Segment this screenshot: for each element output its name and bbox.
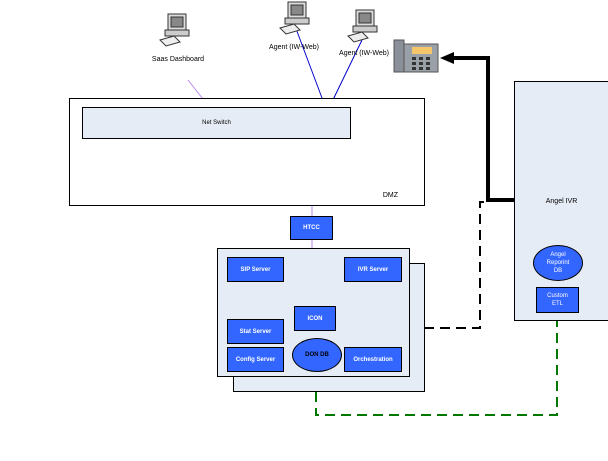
sip-server: SIP Server [227, 257, 284, 282]
client-label-agent-2: Agent (IW-Web) [339, 50, 389, 57]
angel-ivr-label: Angel IVR [545, 198, 578, 205]
link-agent2-netswitch [329, 39, 363, 107]
client-label-dashboard: Saas Dashboard [151, 56, 205, 63]
link-cluster-angel-dashed [424, 201, 488, 329]
config-server: Config Server [227, 347, 284, 372]
netswitch-label: Net Switch [202, 120, 231, 126]
angel-ivr: Angel IVR [514, 81, 608, 321]
link-angel-phone [452, 56, 514, 202]
computer-icon [347, 9, 378, 43]
htcc-box: HTCC [290, 216, 333, 240]
computer-icon [279, 1, 310, 35]
desk-phone-icon [393, 39, 439, 73]
angel-reporting-db: Angel Reporint DB [533, 245, 583, 281]
computer-icon [159, 13, 190, 47]
link-db-etl-dashed [315, 313, 558, 416]
custom-etl: Custom ETL [536, 287, 579, 313]
netswitch: Net Switch [82, 107, 351, 139]
link-agent1-netswitch [294, 25, 326, 107]
client-label-agent-1: Agent (IW-Web) [269, 44, 319, 51]
dmz-label: DMZ [382, 192, 398, 199]
arrow-head [440, 52, 454, 64]
don-db: DON DB [292, 338, 342, 372]
orchestration: Orchestration [344, 347, 402, 372]
ivr-server: IVR Server [344, 257, 402, 282]
icon-component: ICON [294, 306, 336, 331]
stat-server: Stat Server [227, 319, 284, 344]
